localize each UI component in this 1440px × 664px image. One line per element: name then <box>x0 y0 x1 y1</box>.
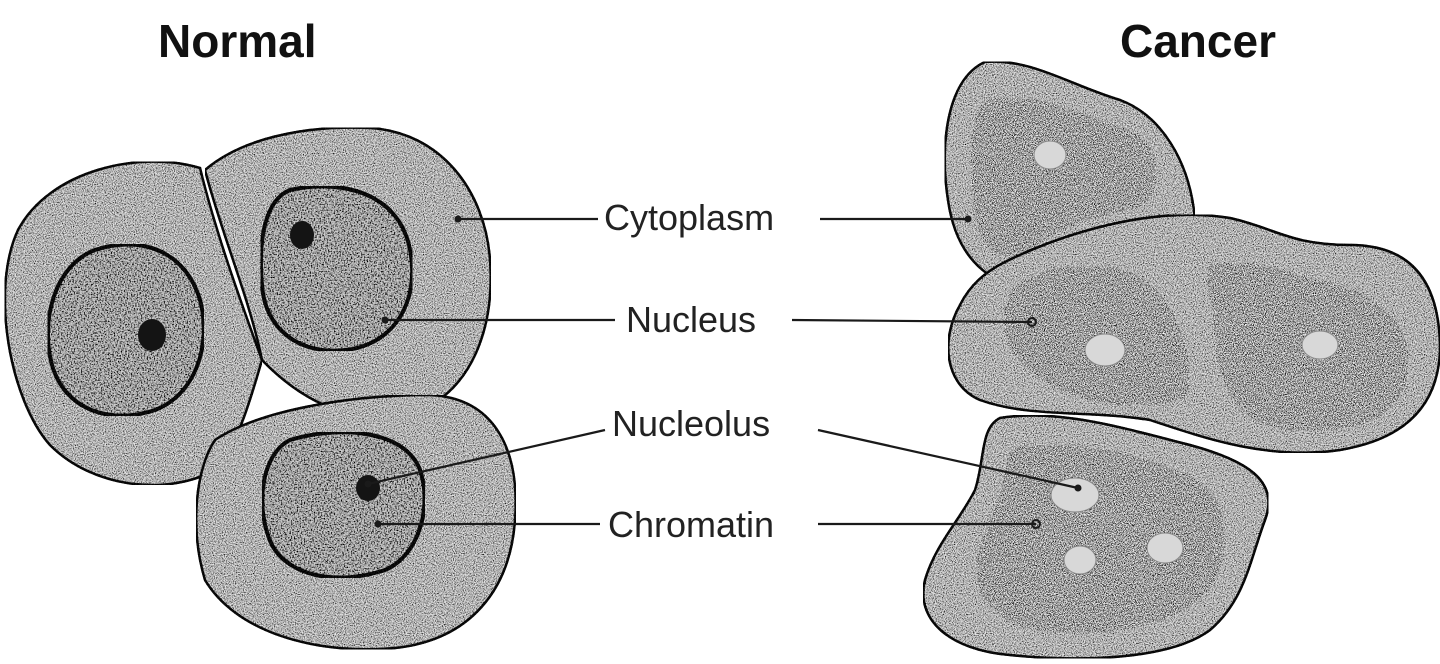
normal-cell-top <box>203 126 492 419</box>
normal-heading: Normal <box>158 15 317 67</box>
nucleus-leader-cancer <box>791 318 1033 324</box>
cancer-cell-middle <box>947 213 1440 454</box>
cancer-heading: Cancer <box>1120 15 1276 67</box>
nucleus-label: Nucleus <box>626 299 757 340</box>
normal-cell-left <box>3 160 264 487</box>
cytoplasm-label: Cytoplasm <box>604 197 775 238</box>
nucleolus-leader-normal <box>367 428 606 486</box>
nucleolus-leader-cancer <box>817 428 1079 490</box>
normal-cell-bottom <box>195 393 517 651</box>
leader-lines <box>367 217 1079 526</box>
leader-dots <box>364 215 1082 529</box>
nucleolus-label: Nucleolus <box>612 403 771 444</box>
chromatin-label: Chromatin <box>608 504 775 545</box>
cancer-cell-bottom <box>922 414 1270 660</box>
